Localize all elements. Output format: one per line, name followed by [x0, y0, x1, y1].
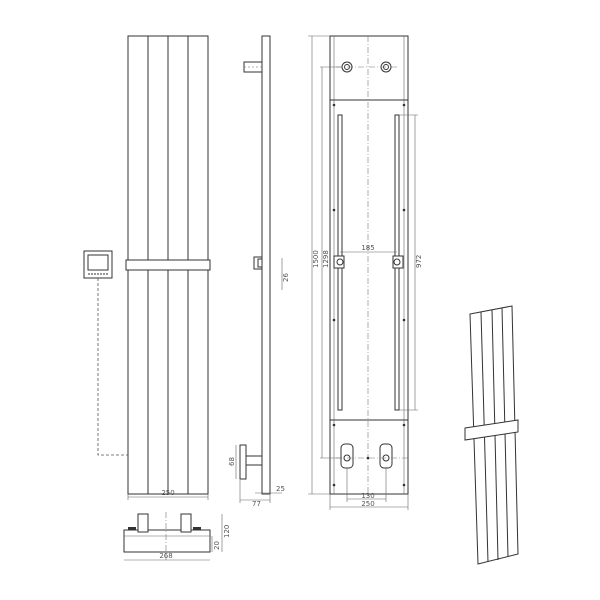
dim-side-gap: 25 — [276, 485, 285, 493]
dim-top-width: 268 — [159, 552, 172, 560]
dim-top-depth: 120 — [223, 525, 231, 538]
isometric-view — [464, 305, 519, 565]
dim-rear-height: 1500 — [312, 250, 320, 268]
dim-rear-slot: 972 — [415, 255, 423, 268]
dim-top-panel: 20 — [213, 541, 221, 550]
dim-rear-pipes: 130 — [361, 492, 374, 500]
dim-rear-fittings: 1298 — [322, 250, 330, 268]
bottom-fittings — [336, 443, 410, 469]
wall-brackets — [333, 255, 404, 269]
cable — [97, 278, 128, 456]
dim-rear-width: 250 — [361, 500, 374, 508]
top-fittings — [336, 61, 398, 73]
dim-side-foot: 68 — [228, 457, 236, 466]
thermostat-icon — [83, 250, 113, 279]
towel-bar — [125, 259, 211, 271]
dim-front-width: 250 — [161, 489, 174, 497]
dim-rear-bracket: 185 — [361, 244, 374, 252]
rear-view: 185 1500 1298 972 130 250 — [308, 35, 423, 510]
dim-side-bracket: 26 — [282, 273, 290, 282]
front-view: 250 — [83, 35, 211, 500]
top-view: 120 20 268 — [123, 512, 231, 561]
dim-side-depth: 77 — [252, 500, 261, 508]
side-view: 26 68 25 77 — [228, 35, 290, 508]
